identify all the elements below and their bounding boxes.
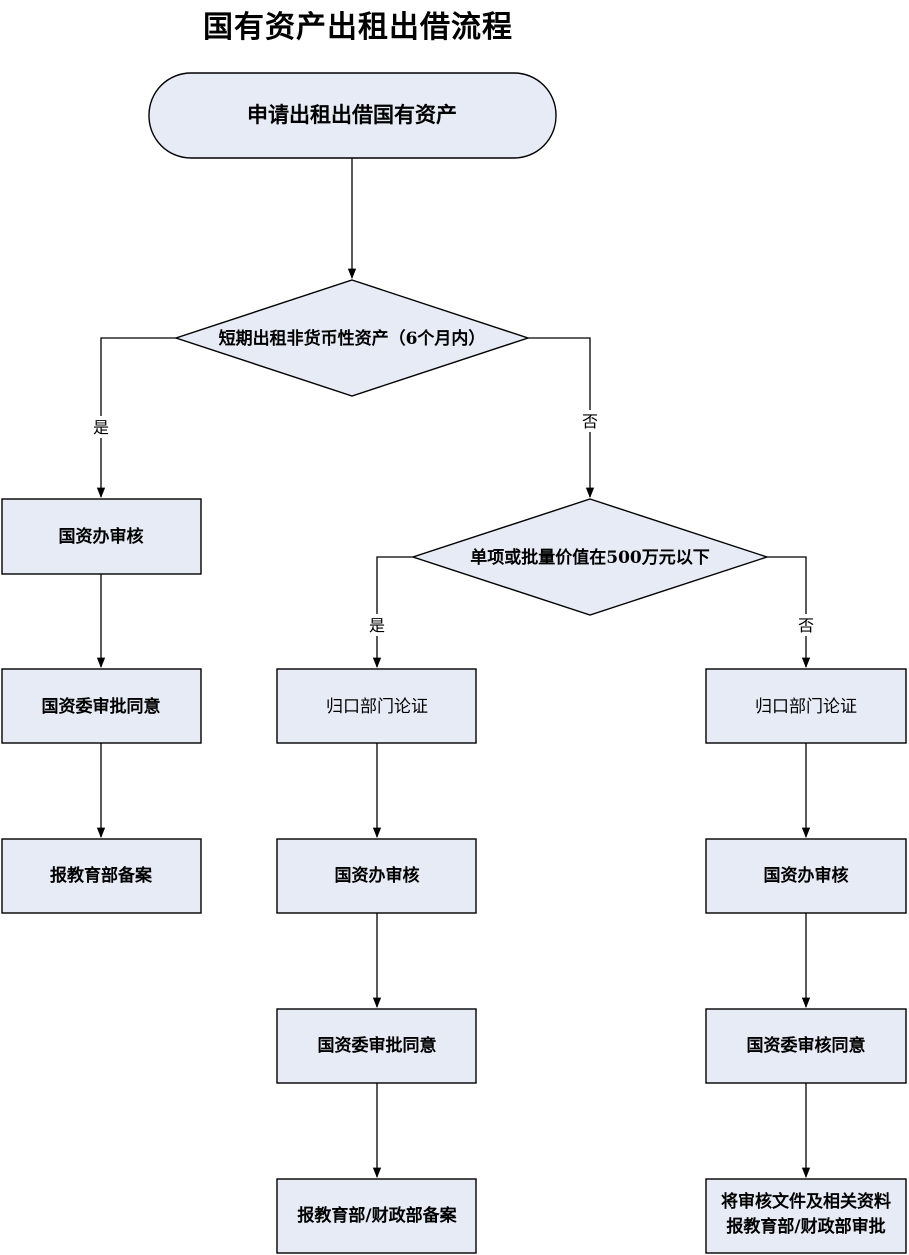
connectors [96, 158, 811, 1179]
left-step-3: 报教育部备案 [1, 838, 202, 914]
decision1-no-label: 否 [582, 412, 598, 431]
left-step-2: 国资委审批同意 [1, 668, 202, 744]
decision1-yes-label: 是 [93, 418, 109, 437]
right-step-1: 归口部门论证 [705, 668, 907, 744]
decision2-label: 单项或批量价值在500万元以下 [470, 547, 710, 568]
decision2-yes-label: 是 [369, 616, 385, 635]
diagram-title: 国有资产出租出借流程 [203, 10, 513, 45]
left-step-1: 国资办审核 [1, 498, 202, 575]
decision1-label: 短期出租非货币性资产（6个月内） [219, 328, 486, 349]
middle-step-1: 归口部门论证 [276, 668, 477, 744]
left-step-1-label: 国资办审核 [59, 526, 144, 547]
right-step-1-label: 归口部门论证 [755, 697, 857, 717]
middle-step-3-label: 国资委审批同意 [318, 1035, 437, 1056]
right-step-2-label: 国资办审核 [764, 865, 849, 886]
middle-step-2-label: 国资办审核 [335, 865, 420, 886]
middle-step-4-label: 报教育部/财政部备案 [297, 1205, 457, 1226]
right-step-4-label-line2: 报教育部/财政部审批 [726, 1216, 885, 1237]
arrow-decision2-no [767, 556, 811, 669]
middle-step-2: 国资办审核 [276, 838, 477, 914]
right-step-3-label: 国资委审核同意 [747, 1035, 866, 1056]
middle-step-3: 国资委审批同意 [276, 1008, 477, 1084]
middle-step-1-label: 归口部门论证 [326, 697, 428, 717]
arrow-decision2-yes [372, 556, 413, 669]
right-step-4-label-line1: 将审核文件及相关资料 [721, 1191, 891, 1212]
start-node: 申请出租出借国有资产 [148, 72, 557, 159]
right-step-3: 国资委审核同意 [705, 1008, 907, 1084]
arrow-decision1-no [528, 337, 595, 499]
branch-labels: 是 否 是 否 [90, 410, 817, 636]
decision2-no-label: 否 [798, 616, 814, 635]
arrow-decision1-yes [96, 337, 176, 499]
right-step-4: 将审核文件及相关资料 报教育部/财政部审批 [705, 1178, 907, 1254]
right-step-2: 国资办审核 [705, 838, 907, 914]
left-step-2-label: 国资委审批同意 [42, 696, 161, 717]
start-node-label: 申请出租出借国有资产 [247, 103, 457, 127]
left-step-3-label: 报教育部备案 [50, 865, 153, 886]
decision1-node: 短期出租非货币性资产（6个月内） [173, 279, 531, 397]
middle-step-4: 报教育部/财政部备案 [276, 1178, 477, 1254]
decision2-node: 单项或批量价值在500万元以下 [410, 498, 770, 616]
